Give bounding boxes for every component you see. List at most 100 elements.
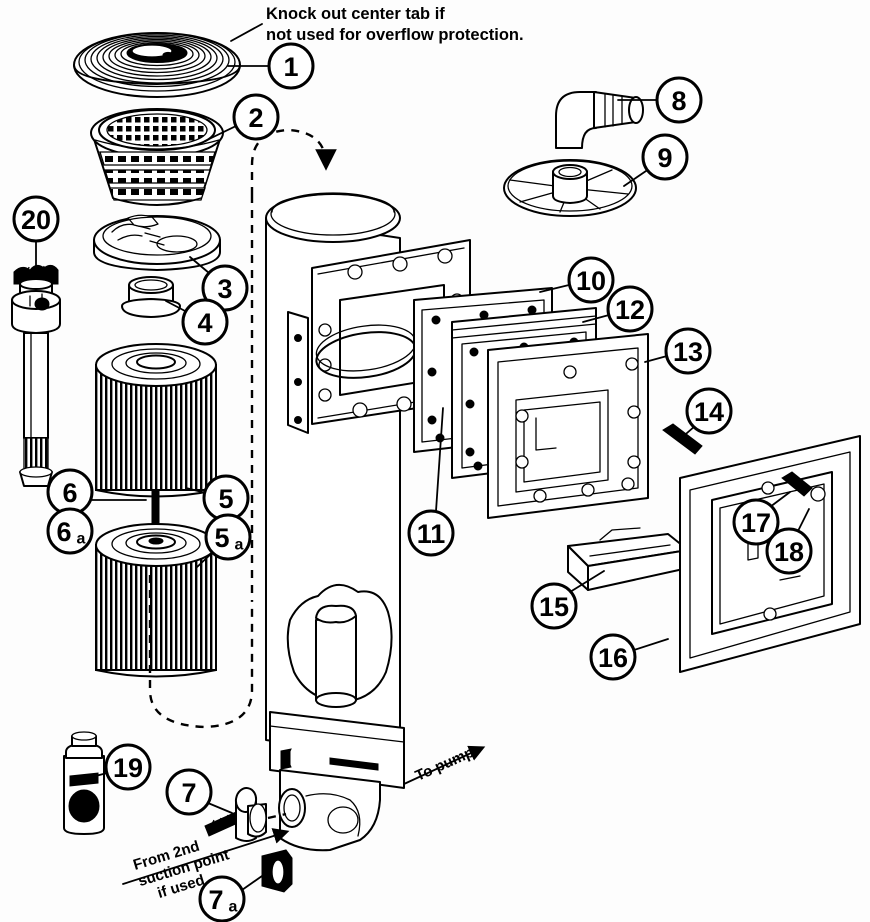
callout-3: 3 (189, 256, 249, 312)
callout-leader-10 (539, 284, 570, 293)
part-float-valve-cover (93, 214, 221, 271)
callout-20: 20 (12, 195, 60, 269)
callout-14: 14 (678, 387, 733, 441)
callout-16: 16 (589, 633, 669, 681)
callout-circle-1[interactable] (267, 42, 315, 90)
part-filter-cartridge-upper (95, 343, 217, 498)
part-float-valve-stem (11, 264, 61, 487)
callout-leader-17 (769, 491, 791, 508)
callout-2: 2 (204, 93, 280, 142)
callout-number-5: 5 (218, 484, 233, 514)
callout-19: 19 (87, 743, 152, 791)
callout-7: 7 (165, 768, 233, 816)
callout-number-13: 13 (673, 337, 703, 367)
callout-number-5a: 5 (214, 523, 229, 553)
callout-11: 11 (407, 407, 455, 557)
callout-4: 4 (165, 298, 229, 346)
callout-10: 10 (539, 256, 615, 304)
part-collar-bushing (121, 276, 181, 318)
callout-18: 18 (765, 508, 813, 575)
callout-12: 12 (582, 285, 654, 333)
callout-number-2: 2 (248, 103, 263, 133)
callout-circle-17[interactable] (732, 498, 780, 546)
callout-leader-4 (165, 300, 188, 313)
callout-number-12: 12 (615, 295, 645, 325)
part-faceplate-outer (487, 333, 649, 519)
callout-leader-9 (623, 170, 647, 187)
part-faceplate-screw (662, 423, 703, 455)
callout-leader-7a (241, 875, 263, 891)
callout-subscript-5a: a (235, 537, 244, 554)
callout-circle-13[interactable] (664, 327, 712, 375)
callout-subscript-6a: a (77, 531, 86, 548)
part-suction-plug (204, 787, 287, 842)
part-filter-cartridge-lower (95, 523, 217, 678)
callout-circle-4[interactable] (181, 298, 229, 346)
callout-leader-16 (633, 638, 669, 651)
callout-circle-10[interactable] (567, 256, 615, 304)
callout-circle-16[interactable] (589, 633, 637, 681)
top-note-leader (230, 23, 263, 42)
callout-9: 9 (623, 133, 689, 187)
part-sealant-bottle (63, 731, 105, 835)
callout-number-17: 17 (741, 508, 771, 538)
callout-circle-19[interactable] (104, 743, 152, 791)
callout-leader-7 (207, 802, 233, 814)
callout-number-1: 1 (283, 52, 298, 82)
callout-number-19: 19 (113, 753, 143, 783)
callout-circle-14[interactable] (685, 387, 733, 435)
callout-1: 1 (227, 42, 315, 90)
callout-leader-5a (195, 552, 213, 569)
top-note-line1: Knock out center tab if (266, 5, 445, 23)
callout-8: 8 (617, 76, 703, 124)
callout-number-15: 15 (539, 592, 569, 622)
callout-leader-5 (185, 487, 207, 494)
callout-number-6: 6 (62, 478, 77, 508)
callout-number-7a: 7 (208, 885, 223, 915)
callout-number-7: 7 (181, 778, 196, 808)
callout-leader-2 (204, 125, 237, 142)
callout-number-20: 20 (21, 205, 51, 235)
callout-number-9: 9 (657, 143, 672, 173)
callout-leader-18 (797, 508, 810, 532)
callout-number-10: 10 (576, 266, 606, 296)
callout-circle-18[interactable] (765, 527, 813, 575)
assembly-guide-lines (148, 128, 337, 729)
callout-leader-15 (569, 570, 605, 593)
part-vacuum-plate (503, 159, 637, 217)
callout-circle-2[interactable] (232, 93, 280, 141)
callout-leader-19 (87, 772, 108, 779)
callout-circle-11[interactable] (407, 509, 455, 557)
callout-leader-3 (189, 256, 210, 274)
callout-number-3: 3 (217, 274, 232, 304)
top-note: Knock out center tab if not used for ove… (230, 5, 524, 44)
callout-number-11: 11 (417, 519, 446, 549)
callout-circle-20[interactable] (12, 195, 60, 243)
callout-circle-5a[interactable] (204, 513, 252, 561)
part-elbow-fitting (555, 91, 644, 149)
callout-circle-12[interactable] (606, 285, 654, 333)
callout-13: 13 (644, 327, 712, 375)
callout-leader-13 (644, 355, 668, 363)
callout-circle-15[interactable] (530, 582, 578, 630)
callout-number-6a: 6 (56, 517, 71, 547)
callout-circle-8[interactable] (655, 76, 703, 124)
callout-subscript-7a: a (229, 899, 238, 916)
callout-leader-12 (582, 314, 610, 323)
part-suction-plug-cap (261, 849, 293, 893)
callout-number-16: 16 (598, 643, 628, 673)
callout-15: 15 (530, 570, 605, 630)
callout-circle-9[interactable] (641, 133, 689, 181)
callout-number-4: 4 (197, 308, 212, 338)
callout-leader-11 (435, 407, 444, 512)
callout-circle-7[interactable] (165, 768, 213, 816)
callout-circle-7a[interactable] (198, 875, 246, 922)
callout-circle-6a[interactable] (46, 507, 94, 555)
callout-17: 17 (732, 491, 791, 546)
